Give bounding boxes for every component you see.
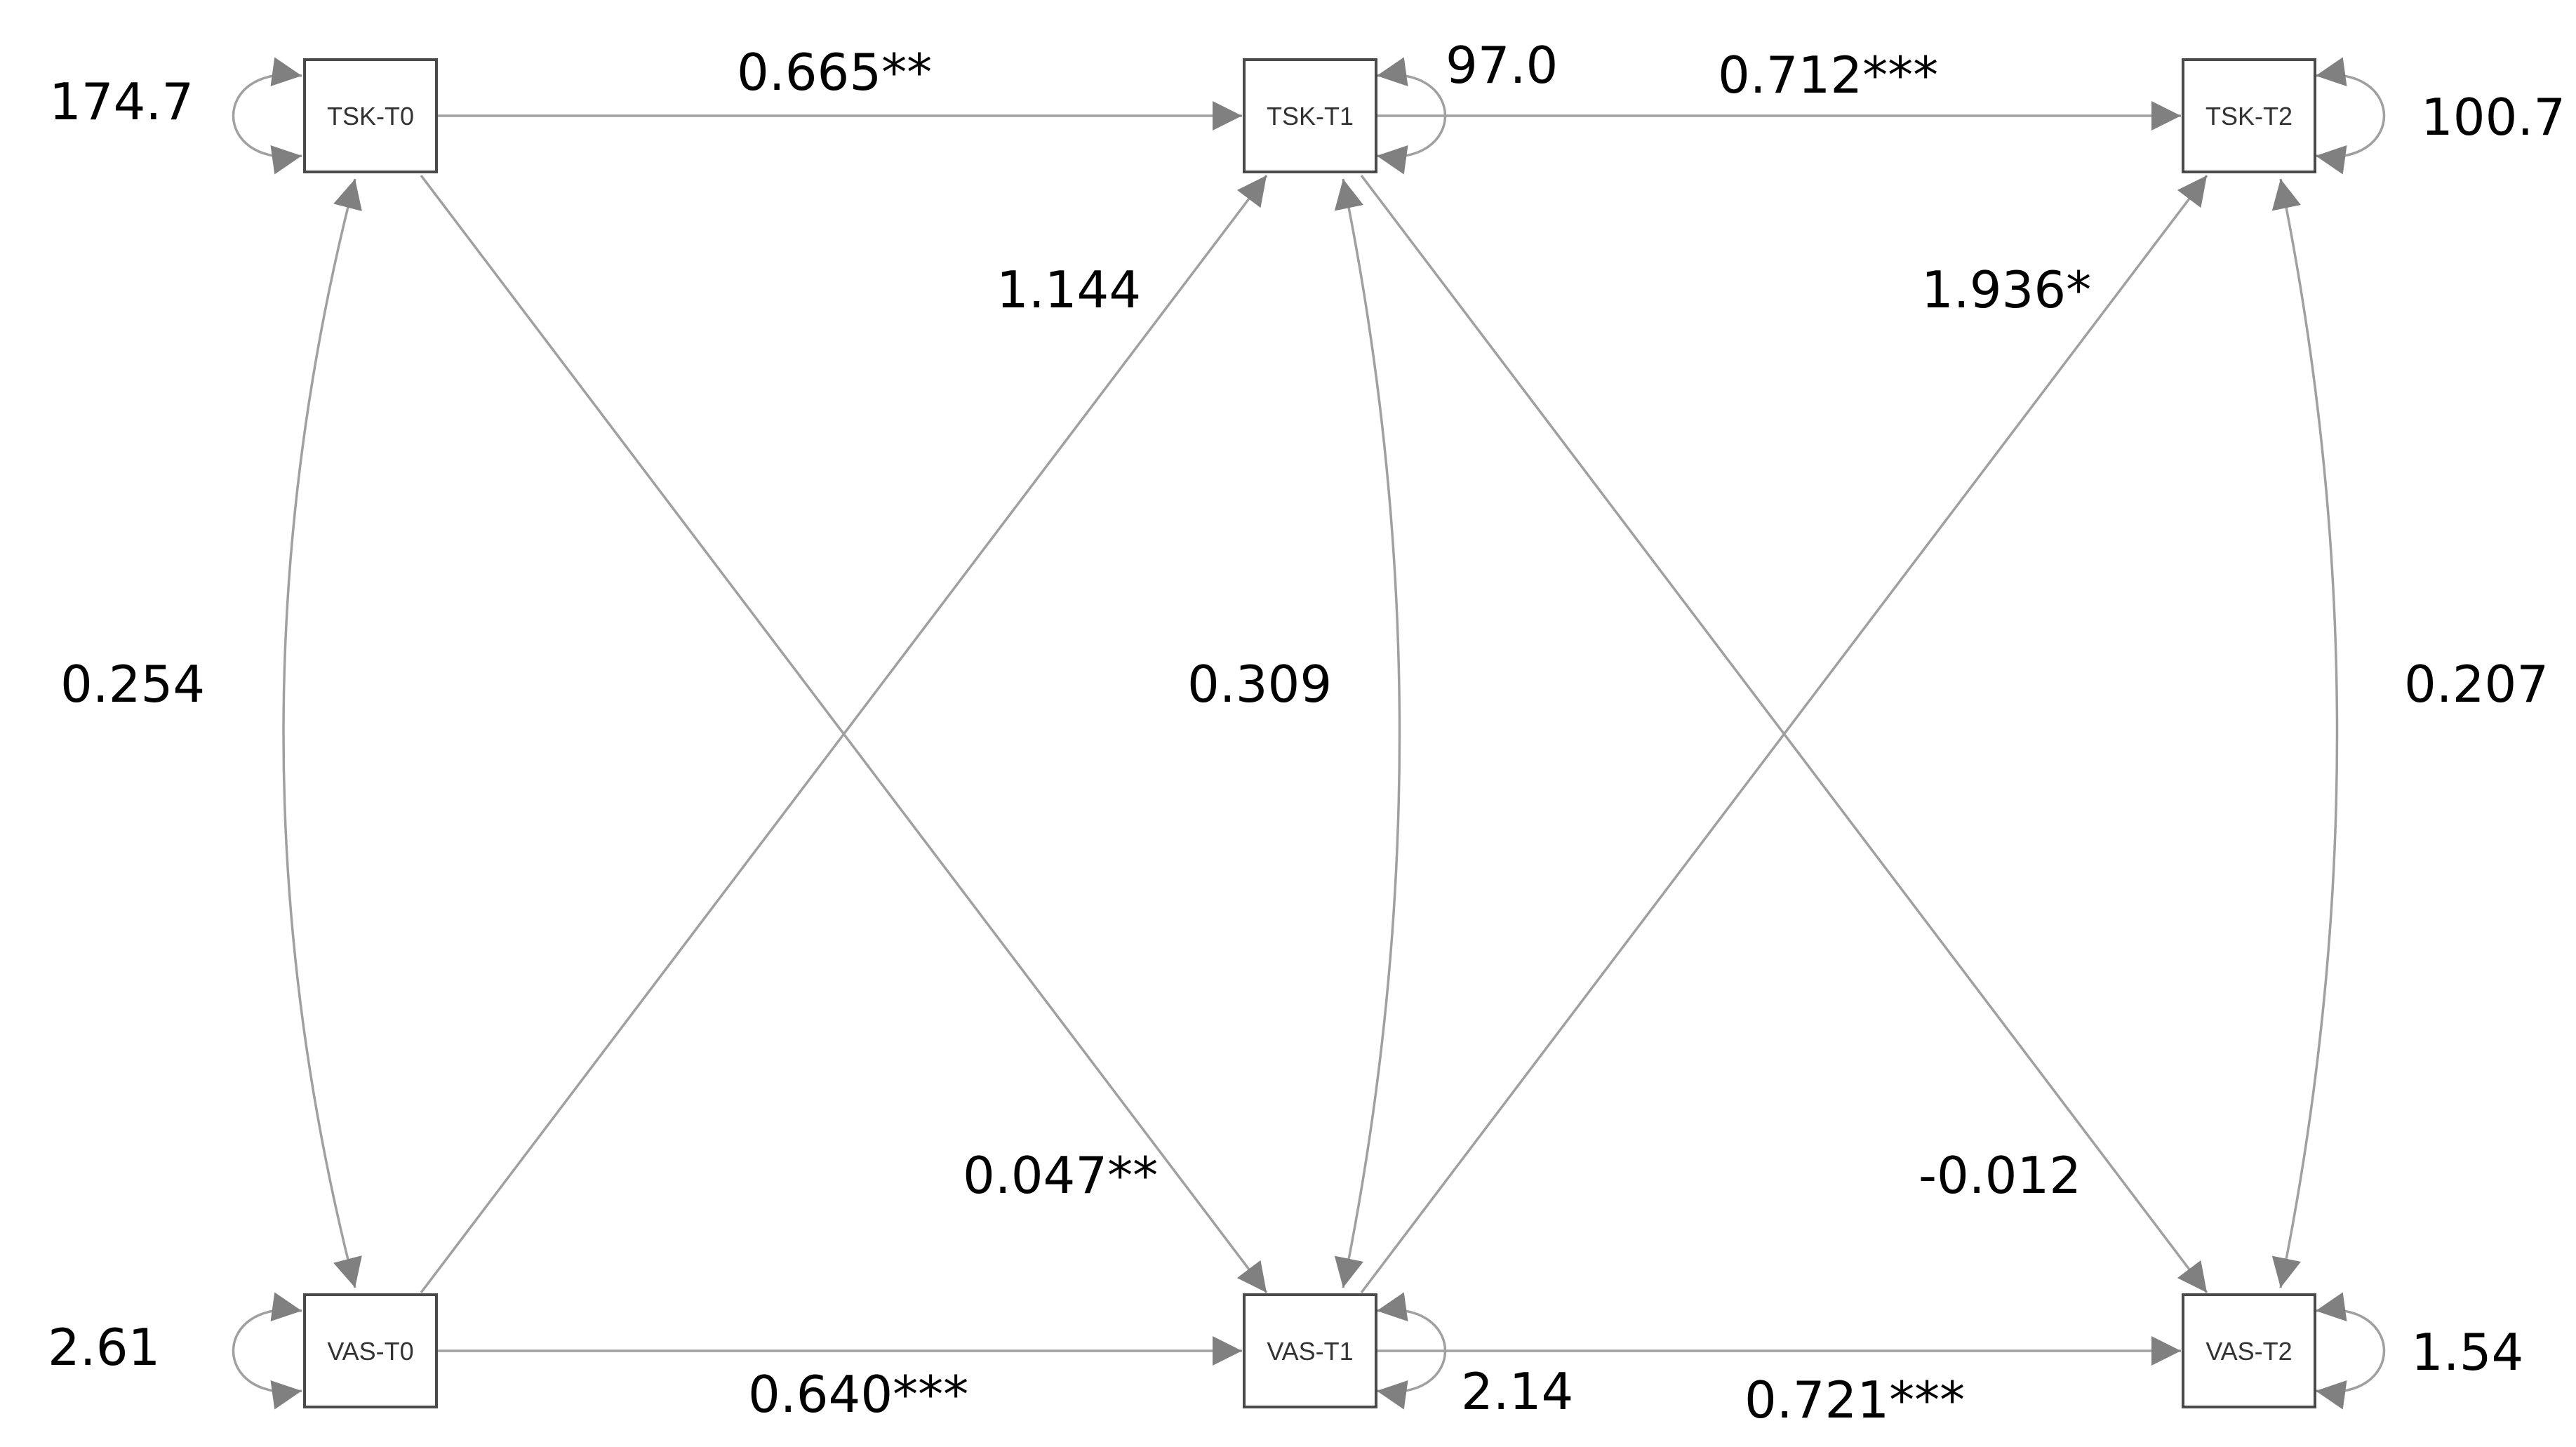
node-label: VAS-T0 xyxy=(327,1337,413,1366)
path-label-vas-t1-to-vas-t2: 0.721*** xyxy=(1744,1371,1965,1429)
node-label: VAS-T1 xyxy=(1267,1337,1353,1366)
path-label-tsk-t0-to-vas-t1: 0.047** xyxy=(963,1146,1158,1205)
covariance-arc-t2 xyxy=(2271,178,2339,1288)
variance-label-tsk-t2: 100.7 xyxy=(2421,88,2565,147)
node-tsk-t0: TSK-T0 xyxy=(303,58,438,173)
covariance-arc-t0 xyxy=(282,178,362,1288)
node-tsk-t1: TSK-T1 xyxy=(1243,58,1377,173)
node-vas-t0: VAS-T0 xyxy=(303,1293,438,1408)
variance-label-vas-t2: 1.54 xyxy=(2411,1323,2523,1382)
covariance-arc-t1 xyxy=(1334,178,1401,1288)
variance-loop-tsk-t0 xyxy=(232,57,302,175)
path-label-tsk-t1-to-tsk-t2: 0.712*** xyxy=(1718,46,1938,105)
variance-loop-vas-t0 xyxy=(232,1292,302,1410)
node-label: TSK-T2 xyxy=(2205,102,2293,131)
covariance-label-t0: 0.254 xyxy=(60,655,205,714)
path-label-vas-t1-to-tsk-t2: 1.936* xyxy=(1921,260,2091,319)
path-label-vas-t0-to-tsk-t1: 1.144 xyxy=(996,260,1141,319)
covariance-label-t1: 0.309 xyxy=(1187,655,1332,714)
node-label: TSK-T1 xyxy=(1267,102,1354,131)
variance-loop-vas-t2 xyxy=(2315,1292,2386,1410)
edge-vas-t0-to-tsk-t1 xyxy=(420,174,1268,1294)
variance-label-tsk-t0: 174.7 xyxy=(49,72,194,131)
path-label-tsk-t0-to-tsk-t1: 0.665** xyxy=(737,43,932,102)
node-vas-t2: VAS-T2 xyxy=(2182,1293,2316,1408)
variance-loop-vas-t1 xyxy=(1376,1292,1447,1410)
variance-loop-tsk-t2 xyxy=(2315,57,2386,175)
path-label-tsk-t1-to-vas-t2: -0.012 xyxy=(1918,1146,2081,1205)
node-label: TSK-T0 xyxy=(327,102,414,131)
variance-label-vas-t0: 2.61 xyxy=(48,1318,160,1377)
variance-label-vas-t1: 2.14 xyxy=(1461,1362,1573,1421)
covariance-label-t2: 0.207 xyxy=(2404,655,2549,714)
path-label-vas-t0-to-vas-t1: 0.640*** xyxy=(748,1365,968,1424)
variance-label-tsk-t1: 97.0 xyxy=(1446,36,1558,95)
edge-vas-t1-to-tsk-t2 xyxy=(1360,174,2208,1294)
node-label: VAS-T2 xyxy=(2205,1337,2292,1366)
variance-loop-tsk-t1 xyxy=(1376,57,1447,175)
node-vas-t1: VAS-T1 xyxy=(1243,1293,1377,1408)
node-tsk-t2: TSK-T2 xyxy=(2182,58,2316,173)
